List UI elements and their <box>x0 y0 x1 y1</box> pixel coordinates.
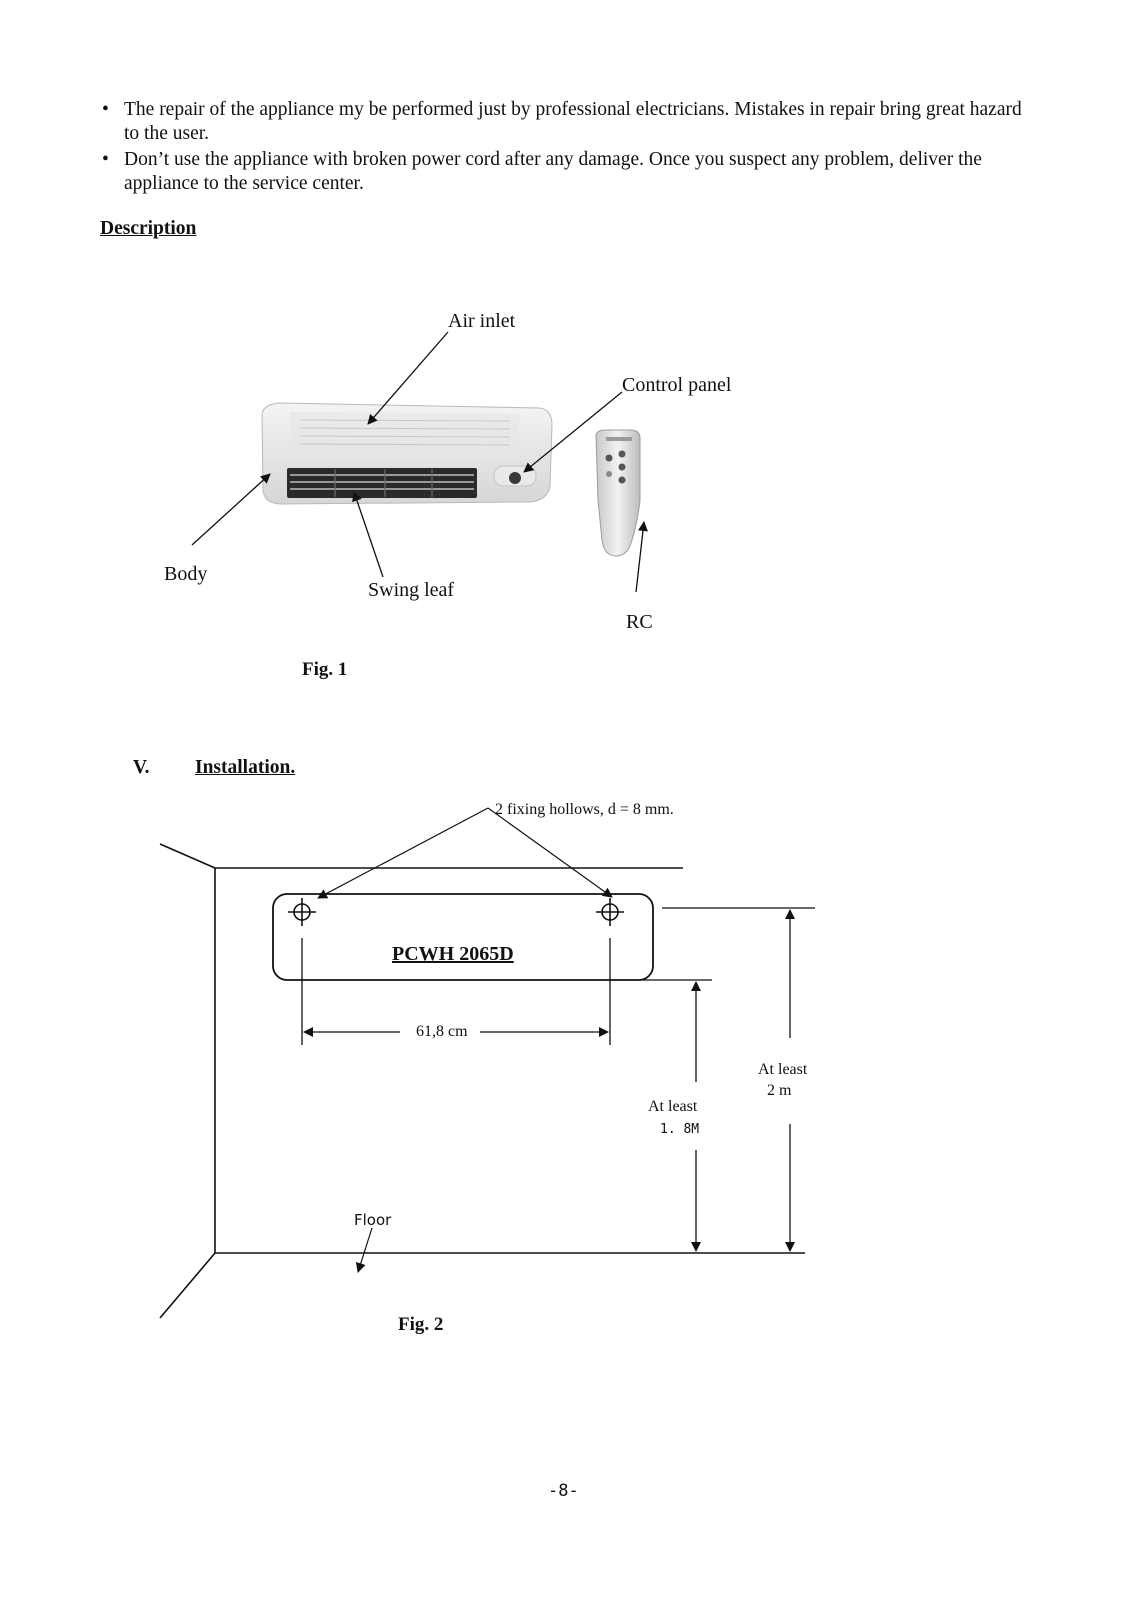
page-number: -8- <box>548 1481 579 1501</box>
bullet-dot-icon: • <box>102 99 109 120</box>
fig1-caption: Fig. 1 <box>302 659 348 680</box>
label-floor: Floor <box>354 1211 392 1229</box>
bullet-text: Don’t use the appliance with broken powe… <box>124 149 982 194</box>
section-number: V. <box>133 757 150 778</box>
label-control-panel: Control panel <box>622 374 732 396</box>
bullet-dot-icon: • <box>102 149 109 170</box>
label-rc: RC <box>626 611 653 633</box>
bullet-text: The repair of the appliance my be perfor… <box>124 99 1022 144</box>
installation-heading: Installation. <box>195 757 296 778</box>
description-heading: Description <box>100 218 197 239</box>
label-air-inlet: Air inlet <box>448 310 516 332</box>
installation-drawing <box>159 807 815 1319</box>
label-swing-leaf: Swing leaf <box>368 579 455 601</box>
remote-control-image <box>595 429 641 557</box>
heater-image <box>261 402 553 505</box>
label-fixing-hollows: 2 fixing hollows, d = 8 mm. <box>495 801 674 818</box>
bullet-list: • The repair of the appliance my be perfo… <box>100 98 1040 198</box>
label-at-least-1: At least <box>648 1098 698 1115</box>
fig2-caption: Fig. 2 <box>398 1314 444 1335</box>
fig1-leader-lines <box>191 331 648 593</box>
label-height-1-8m: 1. 8M <box>660 1122 700 1137</box>
bullet-item: • Don’t use the appliance with broken pow… <box>100 148 1040 196</box>
label-body: Body <box>164 563 208 585</box>
label-width: 61,8 cm <box>416 1023 468 1040</box>
bullet-item: • The repair of the appliance my be perfo… <box>100 98 1040 146</box>
label-height-2m: 2 m <box>767 1082 792 1099</box>
label-at-least-2: At least <box>758 1061 808 1078</box>
model-label: PCWH 2065D <box>392 943 514 965</box>
